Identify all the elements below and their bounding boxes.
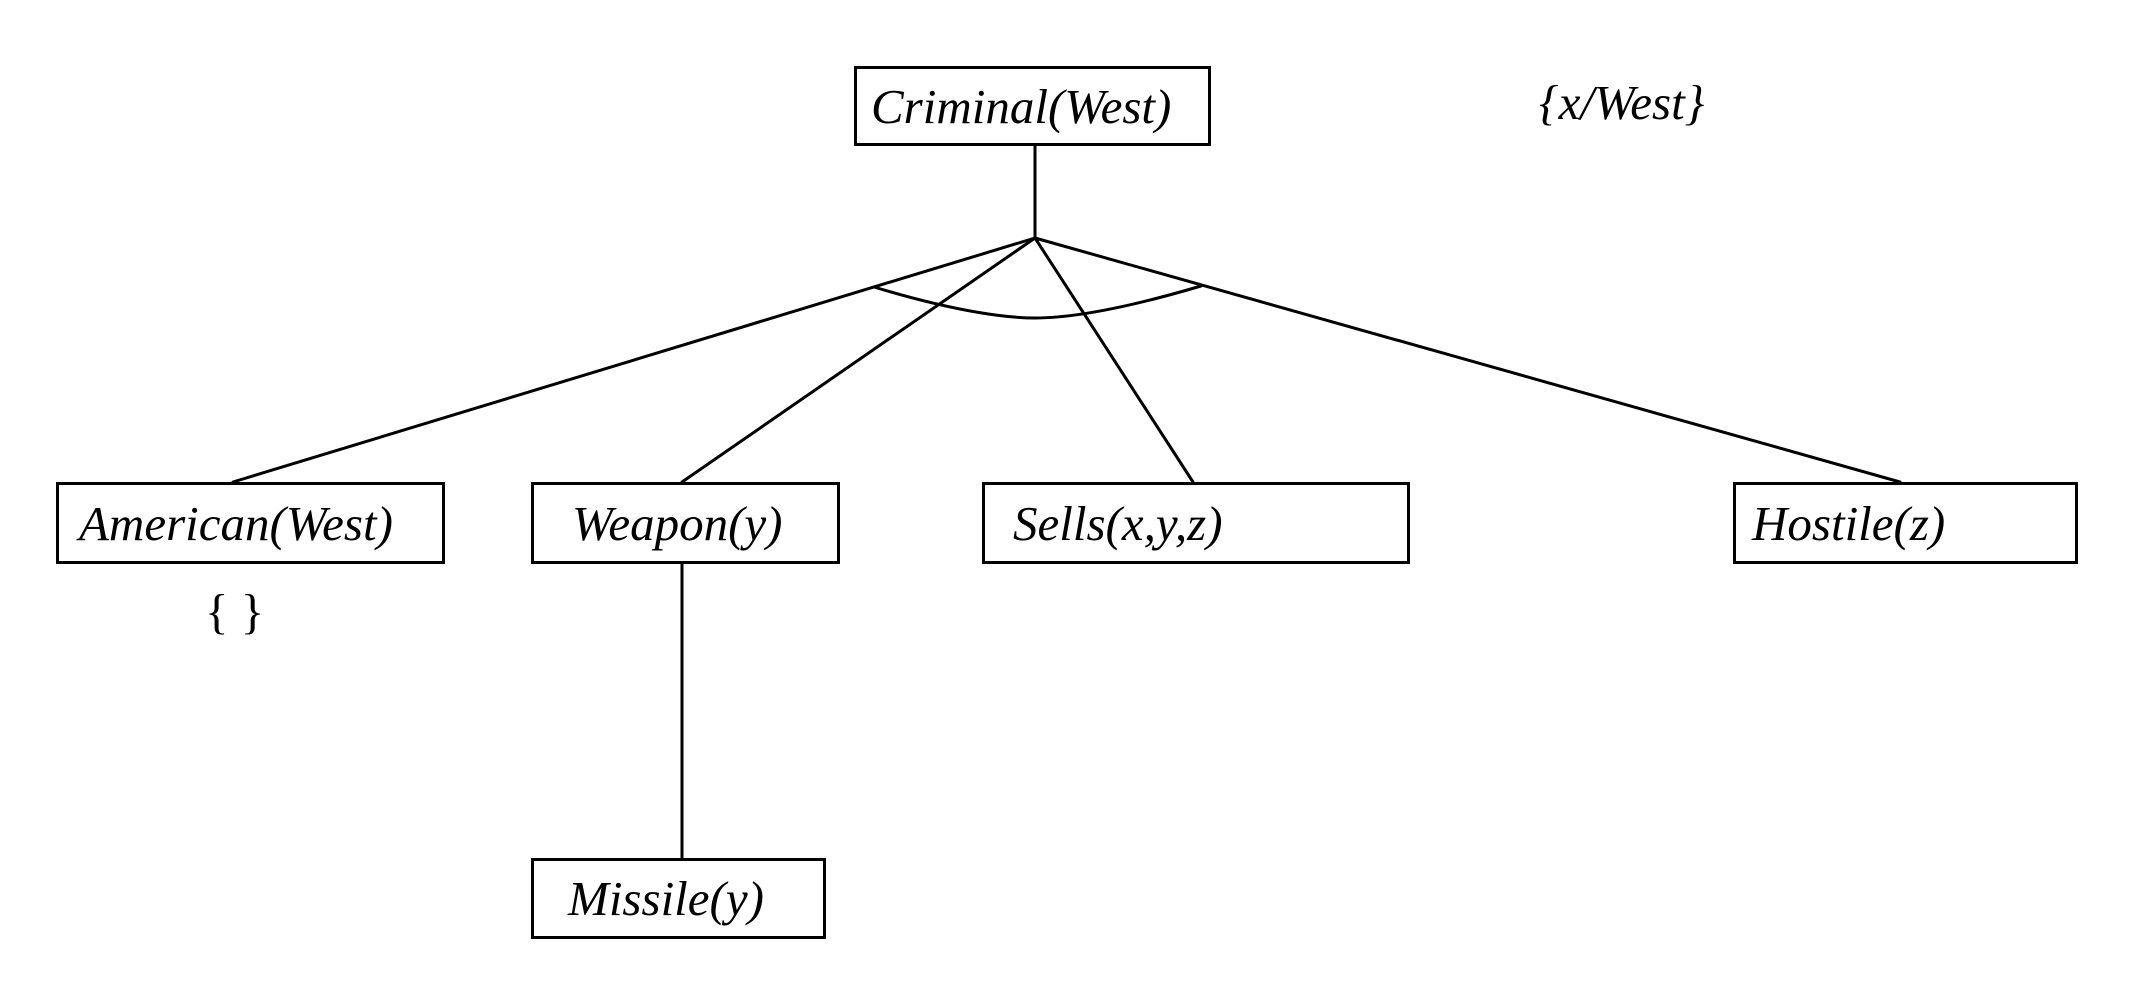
node-american-west-label: American(West) (79, 495, 393, 551)
node-weapon-y-label: Weapon(y) (572, 495, 783, 551)
node-sells-xyz: Sells(x,y,z) (982, 482, 1410, 564)
edge-to-sells (1033, 236, 1195, 484)
american-substitution-label: { } (205, 584, 265, 639)
node-weapon-y: Weapon(y) (531, 482, 840, 564)
node-american-west: American(West) (56, 482, 445, 564)
node-criminal-west: Criminal(West) (854, 66, 1211, 146)
edge-to-american (231, 236, 1037, 484)
node-hostile-z-label: Hostile(z) (1752, 495, 1946, 551)
conjunction-arc (872, 284, 1203, 320)
edge-to-weapon (680, 236, 1037, 484)
node-criminal-west-label: Criminal(West) (871, 78, 1172, 134)
node-missile-y: Missile(y) (531, 858, 826, 939)
root-substitution-label: {x/West} (1539, 75, 1705, 130)
edge-to-hostile (1033, 236, 1902, 484)
node-hostile-z: Hostile(z) (1733, 482, 2078, 564)
node-missile-y-label: Missile(y) (568, 871, 764, 926)
node-sells-xyz-label: Sells(x,y,z) (1013, 495, 1223, 551)
